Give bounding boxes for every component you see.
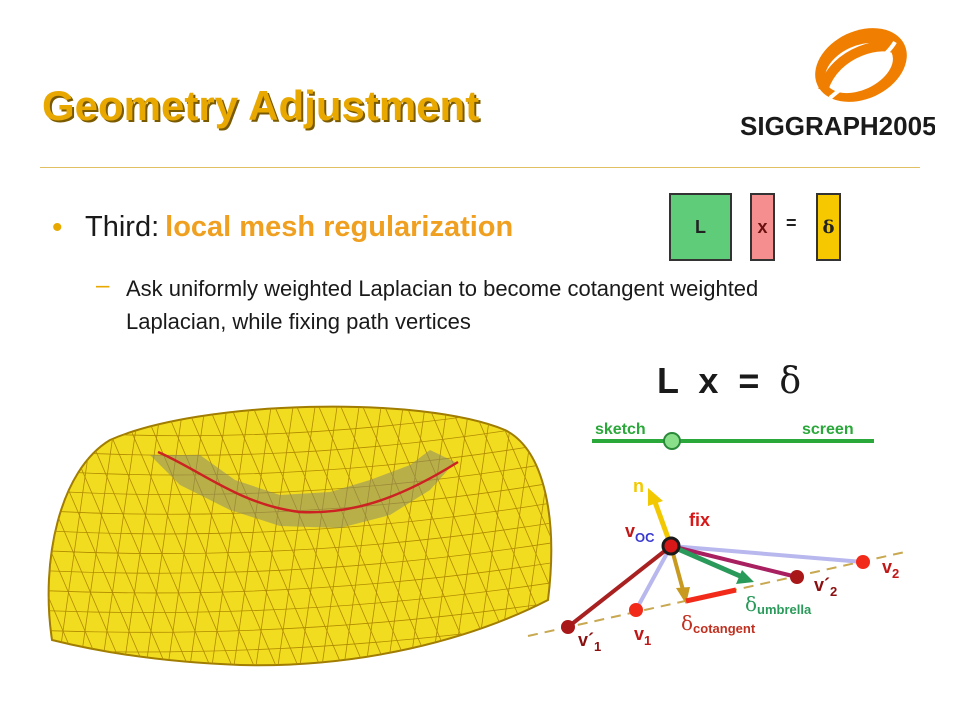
mesh-ring-line — [48, 499, 552, 535]
mesh-diagonal-line — [48, 406, 107, 666]
mesh-diagonal-line — [0, 400, 18, 680]
mesh-diagonal-line — [275, 406, 317, 666]
title-divider — [40, 167, 920, 168]
cotangent-segment — [685, 587, 737, 604]
mesh-diagonal-line — [209, 406, 251, 666]
sketch-label: sketch — [595, 421, 646, 438]
v1-label: v1 — [634, 624, 651, 648]
normal-label: n — [633, 476, 644, 496]
mesh-diagonal-line — [231, 406, 273, 666]
mesh-surface — [0, 400, 553, 680]
mesh-diagonal-line — [143, 406, 185, 666]
slide-title: Geometry Adjustment — [42, 82, 480, 129]
mesh-diagonal-line — [469, 406, 552, 666]
subbullet-dash: – — [96, 272, 110, 299]
mesh-diagonal-line — [337, 406, 459, 666]
mesh-diagonal-line — [341, 406, 383, 666]
mesh-diagonal-line — [165, 406, 207, 666]
mesh-diagonal-line — [0, 400, 30, 680]
umbrella-arrow — [670, 543, 754, 584]
mesh-diagonal-line — [297, 406, 339, 666]
mesh-ring-line — [48, 559, 552, 594]
v2-label: v2 — [882, 557, 899, 581]
delta-cotangent-label: δcotangent — [681, 611, 756, 636]
v-prime-1-label: v´1 — [578, 630, 601, 654]
mesh-diagonal-line — [315, 406, 437, 666]
mesh-diagonal-line — [0, 400, 8, 680]
mesh-diagonal-line — [48, 406, 53, 666]
vector-x-box: x — [750, 193, 775, 261]
matrix-equals-sign: = — [786, 213, 797, 233]
laplacian-equation: L x = δ — [657, 360, 806, 402]
mesh-diagonal-line — [319, 406, 361, 666]
delta-umbrella-label: δumbrella — [745, 592, 812, 617]
mesh-diagonal-line — [271, 406, 393, 666]
bullet-dot: • — [52, 211, 63, 244]
screen-label: screen — [802, 421, 854, 438]
mesh-diagonal-line — [99, 406, 141, 666]
equation-delta: δ — [779, 361, 807, 402]
sketched-path — [157, 450, 459, 514]
matrix-L-box: L — [669, 193, 732, 261]
mesh-ring-line — [48, 439, 552, 476]
v-oc-label: vOC — [625, 521, 655, 545]
v-oc-vertex — [661, 536, 681, 556]
vector-delta-box: δ — [816, 193, 841, 261]
mesh-ring-line — [48, 419, 552, 456]
vertex-edges — [566, 544, 864, 629]
siggraph-swirl-icon — [815, 28, 907, 102]
mesh-diagonal-line — [293, 406, 415, 666]
mesh-diagonal-line — [253, 406, 295, 666]
v-prime-1-vertex — [561, 620, 575, 634]
siggraph-logo: SIGGRAPH2005 — [740, 28, 935, 141]
screen-point-icon — [663, 432, 681, 450]
mesh-diagonal-line — [359, 406, 481, 666]
mesh-diagonal-line — [429, 406, 471, 666]
mesh-diagonal-line — [183, 406, 305, 666]
sketch-screen-line: sketch screen — [592, 421, 874, 450]
v1-vertex — [629, 603, 643, 617]
subbullet-text: Ask uniformly weighted Laplacian to beco… — [126, 276, 759, 334]
mesh-diagonal-line — [77, 406, 119, 666]
bullet-text: Third:local mesh regularization — [85, 211, 513, 244]
mesh-diagonal-line — [249, 406, 371, 666]
mesh-diagonal-line — [0, 400, 40, 680]
mesh-diagonal-line — [205, 406, 327, 666]
mesh-diagonal-line — [451, 406, 493, 666]
equation-lhs: L x = — [657, 360, 765, 401]
mesh-diagonal-line — [117, 406, 239, 666]
fix-label: fix — [689, 510, 710, 530]
mesh-diagonal-line — [48, 406, 129, 666]
v2-vertex — [856, 555, 870, 569]
mesh-diagonal-line — [385, 406, 427, 666]
mesh-diagonal-line — [187, 406, 229, 666]
mesh-ring-line — [48, 579, 552, 613]
mesh-dome — [47, 405, 553, 667]
mesh-diagonal-line — [48, 406, 85, 666]
bullet-highlight: local mesh regularization — [165, 211, 514, 243]
mesh-diagonal-line — [161, 406, 283, 666]
mesh-diagonal-line — [227, 406, 349, 666]
mesh-diagonal-line — [491, 406, 552, 666]
mesh-diagonal-line — [363, 406, 405, 666]
mesh-ring-line — [48, 539, 552, 574]
mesh-diagonal-line — [95, 406, 217, 666]
v-prime-2-label: v´2 — [814, 575, 837, 599]
mesh-ring-line — [48, 599, 552, 633]
bullet-prefix: Third: — [85, 211, 160, 243]
mesh-diagonal-line — [139, 406, 261, 666]
siggraph-wordmark: SIGGRAPH2005 — [740, 111, 935, 141]
v-prime-2-vertex — [790, 570, 804, 584]
mesh-diagonal-line — [121, 406, 163, 666]
path-neighborhood-region — [150, 450, 455, 528]
mesh-diagonal-line — [407, 406, 449, 666]
